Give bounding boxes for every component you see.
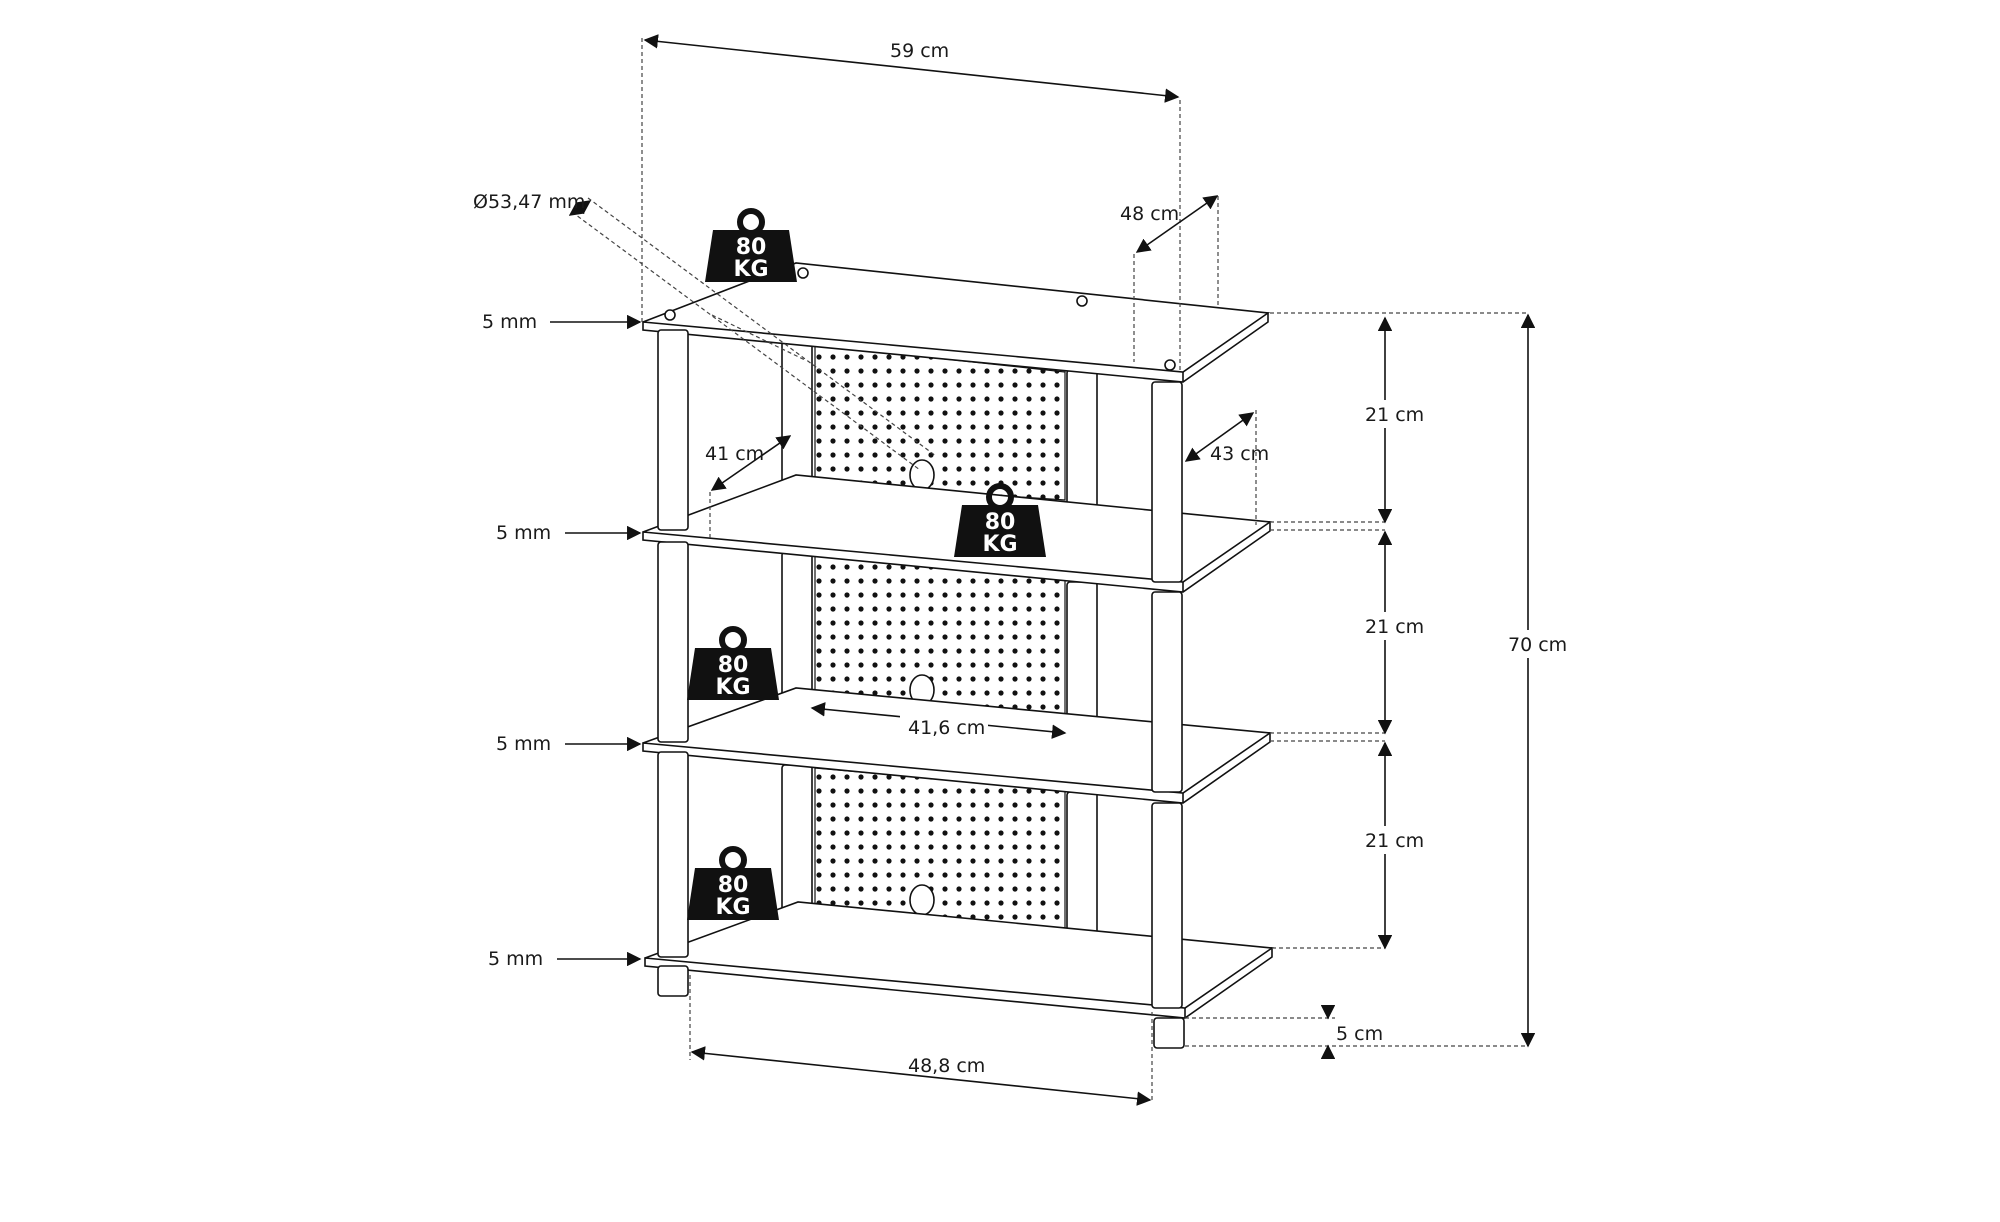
thickness-label-3: 5 mm (496, 733, 551, 755)
weight-unit: KG (733, 257, 768, 282)
thickness-label-4: 5 mm (488, 948, 543, 970)
kettlebell-weight-icon: 80 KG (687, 846, 779, 920)
weight-unit: KG (982, 532, 1017, 557)
back-panels (814, 344, 1066, 946)
foot-height-label: 5 cm (1336, 1023, 1383, 1045)
weight-value: 80 (985, 510, 1016, 535)
weight-value: 80 (736, 235, 767, 260)
front-post-right-upper (1151, 381, 1183, 583)
front-post-right-lower (1151, 802, 1183, 1009)
level-height-label-3: 21 cm (1365, 830, 1424, 852)
base-width-label: 48,8 cm (908, 1055, 985, 1077)
panel-width-label: 41,6 cm (908, 717, 985, 739)
depth-top-dimension-arrow (1135, 195, 1219, 253)
total-height-label: 70 cm (1508, 634, 1567, 656)
front-post-left-upper (657, 329, 689, 531)
shelf-top (642, 262, 1271, 383)
weight-value: 80 (718, 873, 749, 898)
front-post-left-middle (657, 541, 689, 743)
rear-post-left-lower (781, 764, 813, 926)
thickness-label-1: 5 mm (482, 311, 537, 333)
weight-value: 80 (718, 653, 749, 678)
base-width-arrow (690, 1046, 1152, 1106)
level-height-label-2: 21 cm (1365, 616, 1424, 638)
width-label: 59 cm (890, 40, 949, 62)
kettlebell-weight-icon: 80 KG (705, 208, 797, 282)
weight-icons: 80 KG 80 KG 80 KG 80 KG (687, 208, 1046, 920)
inner-depth-left-label: 41 cm (705, 443, 764, 465)
front-posts (657, 329, 1185, 1049)
kettlebell-weight-icon: 80 KG (954, 483, 1046, 557)
inner-depth-left-arrow (710, 435, 792, 491)
diameter-label: Ø53,47 mm (473, 191, 585, 213)
cable-hole-bottom (909, 884, 935, 916)
perforated-panel-top (814, 344, 1066, 501)
diameter-arrow (568, 200, 592, 216)
depth-top-label: 48 cm (1120, 203, 1179, 225)
extension-lines (571, 38, 1528, 1102)
level-height-label-1: 21 cm (1365, 404, 1424, 426)
cable-hole-top (909, 459, 935, 491)
kettlebell-weight-icon: 80 KG (687, 626, 779, 700)
foot-right (1153, 1017, 1185, 1049)
front-post-right-middle (1151, 591, 1183, 793)
inner-depth-right-label: 43 cm (1210, 443, 1269, 465)
thickness-label-2: 5 mm (496, 522, 551, 544)
dimension-labels: 59 cm 48 cm Ø53,47 mm 5 mm 5 mm 5 mm 5 m… (473, 36, 1570, 1077)
foot-left (657, 965, 689, 997)
width-dimension-arrow (643, 34, 1180, 103)
weight-unit: KG (715, 895, 750, 920)
weight-unit: KG (715, 675, 750, 700)
shelves (642, 262, 1275, 1019)
inner-depth-right-arrow (1184, 412, 1255, 462)
front-post-left-lower (657, 751, 689, 958)
